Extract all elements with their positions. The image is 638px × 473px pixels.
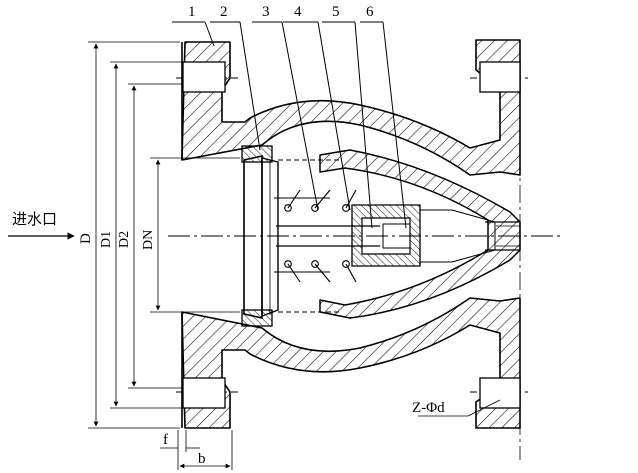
bolt-hole-callout: Z-Φd xyxy=(412,399,501,417)
dim-label-f: f xyxy=(163,432,168,448)
valve-disc xyxy=(243,155,330,319)
spring xyxy=(284,189,357,283)
valve-stem xyxy=(276,225,380,247)
bolt-hole-outlines xyxy=(182,61,521,409)
bolt-hole-label: Z-Φd xyxy=(412,400,445,416)
dim-label-D1: D1 xyxy=(99,231,114,248)
part-number-labels: 1 2 3 4 5 6 xyxy=(188,4,374,20)
part-number-2: 2 xyxy=(220,4,228,20)
diameter-labels: D D1 D2 DN xyxy=(78,230,156,250)
flange-thickness-dimensions xyxy=(160,430,233,470)
part-number-1: 1 xyxy=(188,4,196,20)
part-number-6: 6 xyxy=(366,4,374,20)
dim-label-D2: D2 xyxy=(117,231,132,248)
dim-label-D: D xyxy=(78,233,94,244)
dim-label-DN: DN xyxy=(141,230,156,250)
seat-ring xyxy=(241,145,273,327)
part-number-5: 5 xyxy=(332,4,340,20)
inlet-arrow: 进水口 xyxy=(8,210,75,240)
part-number-4: 4 xyxy=(294,4,302,20)
dim-label-b: b xyxy=(198,451,206,467)
part-callouts xyxy=(172,21,407,229)
guide-housing xyxy=(319,149,521,319)
part-number-3: 3 xyxy=(262,4,270,20)
inlet-label: 进水口 xyxy=(12,210,57,228)
diameter-dimensions xyxy=(88,41,240,429)
spring-guide-lines xyxy=(278,159,340,313)
